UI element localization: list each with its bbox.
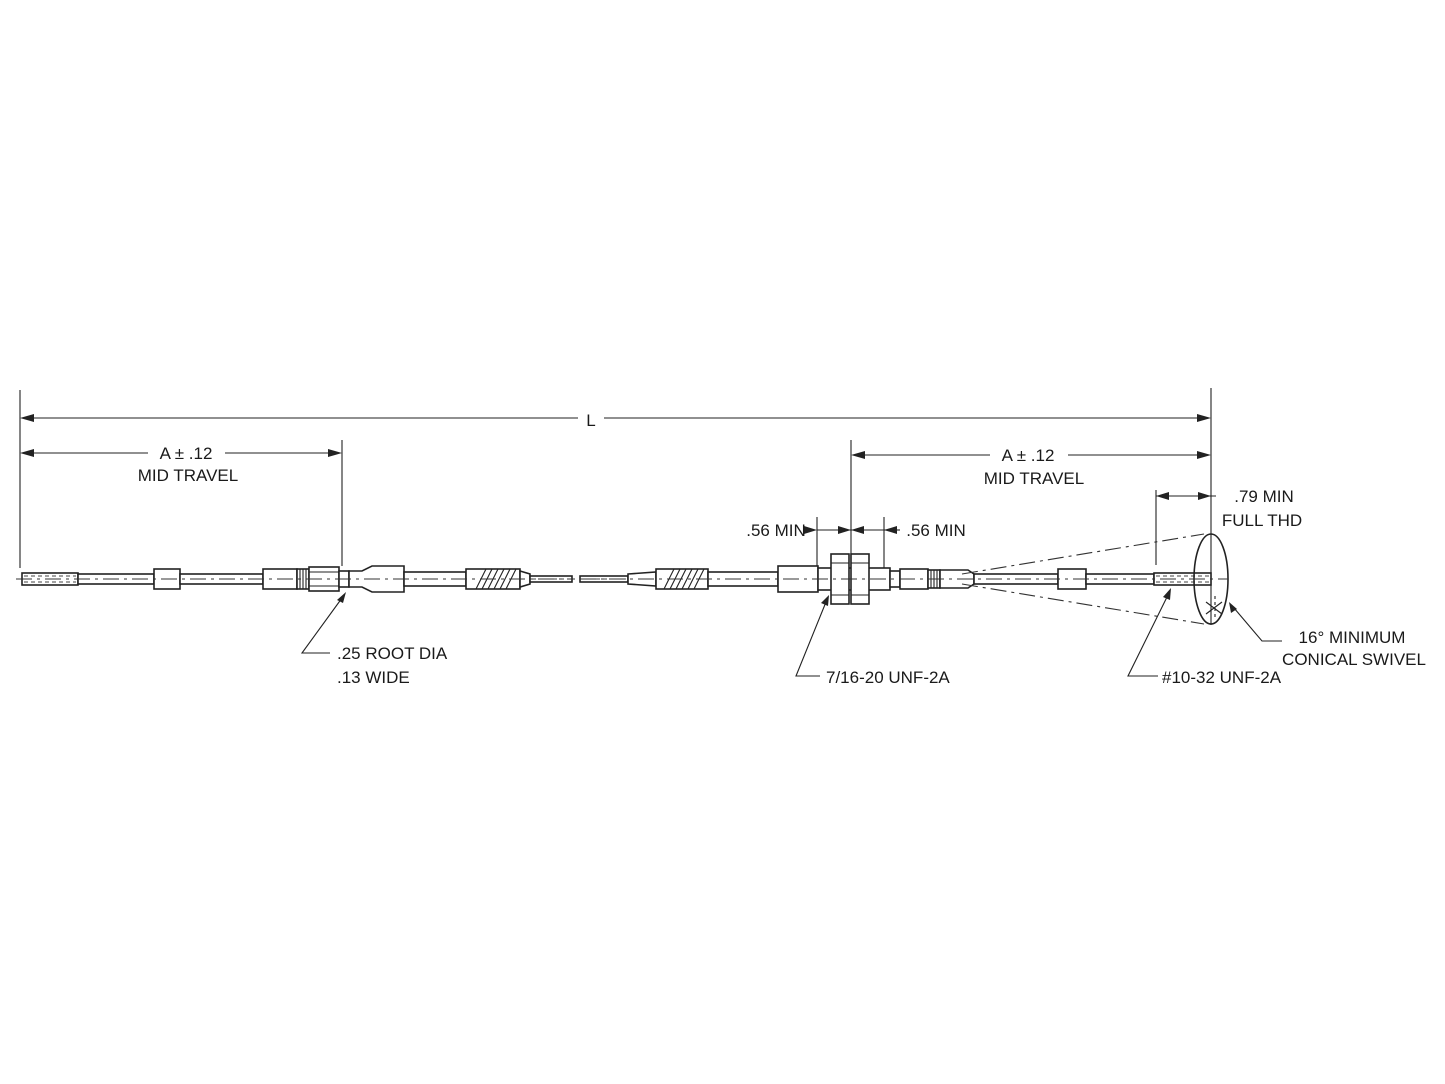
bulkhead-thread-label: 7/16-20 UNF-2A: [826, 668, 950, 687]
left-a-note: MID TRAVEL: [138, 466, 238, 485]
left-a-tolerance: A ± .12: [160, 444, 213, 463]
overall-length-dimension: L: [20, 411, 1211, 430]
min-dimensions: .56 MIN .56 MIN: [746, 521, 966, 540]
min-right-label: .56 MIN: [906, 521, 966, 540]
left-a-dimension: A ± .12 MID TRAVEL: [20, 444, 342, 485]
bulkhead-thread-callout: 7/16-20 UNF-2A: [795, 595, 950, 687]
root-dia-label: .25 ROOT DIA: [337, 644, 448, 663]
thread-engagement-note: FULL THD: [1222, 511, 1302, 530]
root-dia-callout: .25 ROOT DIA .13 WIDE: [300, 592, 448, 687]
right-a-tolerance: A ± .12: [1002, 446, 1055, 465]
swivel-angle-label: 16° MINIMUM: [1299, 628, 1406, 647]
right-a-note: MID TRAVEL: [984, 469, 1084, 488]
thread-engagement-dimension: .79 MIN FULL THD: [1156, 487, 1302, 530]
swivel-note-label: CONICAL SWIVEL: [1282, 650, 1426, 669]
overall-length-label: L: [586, 411, 595, 430]
thread-engagement-label: .79 MIN: [1234, 487, 1294, 506]
rod-thread-callout: #10-32 UNF-2A: [1127, 588, 1282, 687]
root-width-label: .13 WIDE: [337, 668, 410, 687]
right-a-dimension: A ± .12 MID TRAVEL: [851, 446, 1211, 488]
swivel-callout: 16° MINIMUM CONICAL SWIVEL: [1229, 602, 1426, 669]
min-left-label: .56 MIN: [746, 521, 806, 540]
rod-thread-label: #10-32 UNF-2A: [1162, 668, 1282, 687]
extension-lines: [19, 388, 1212, 625]
